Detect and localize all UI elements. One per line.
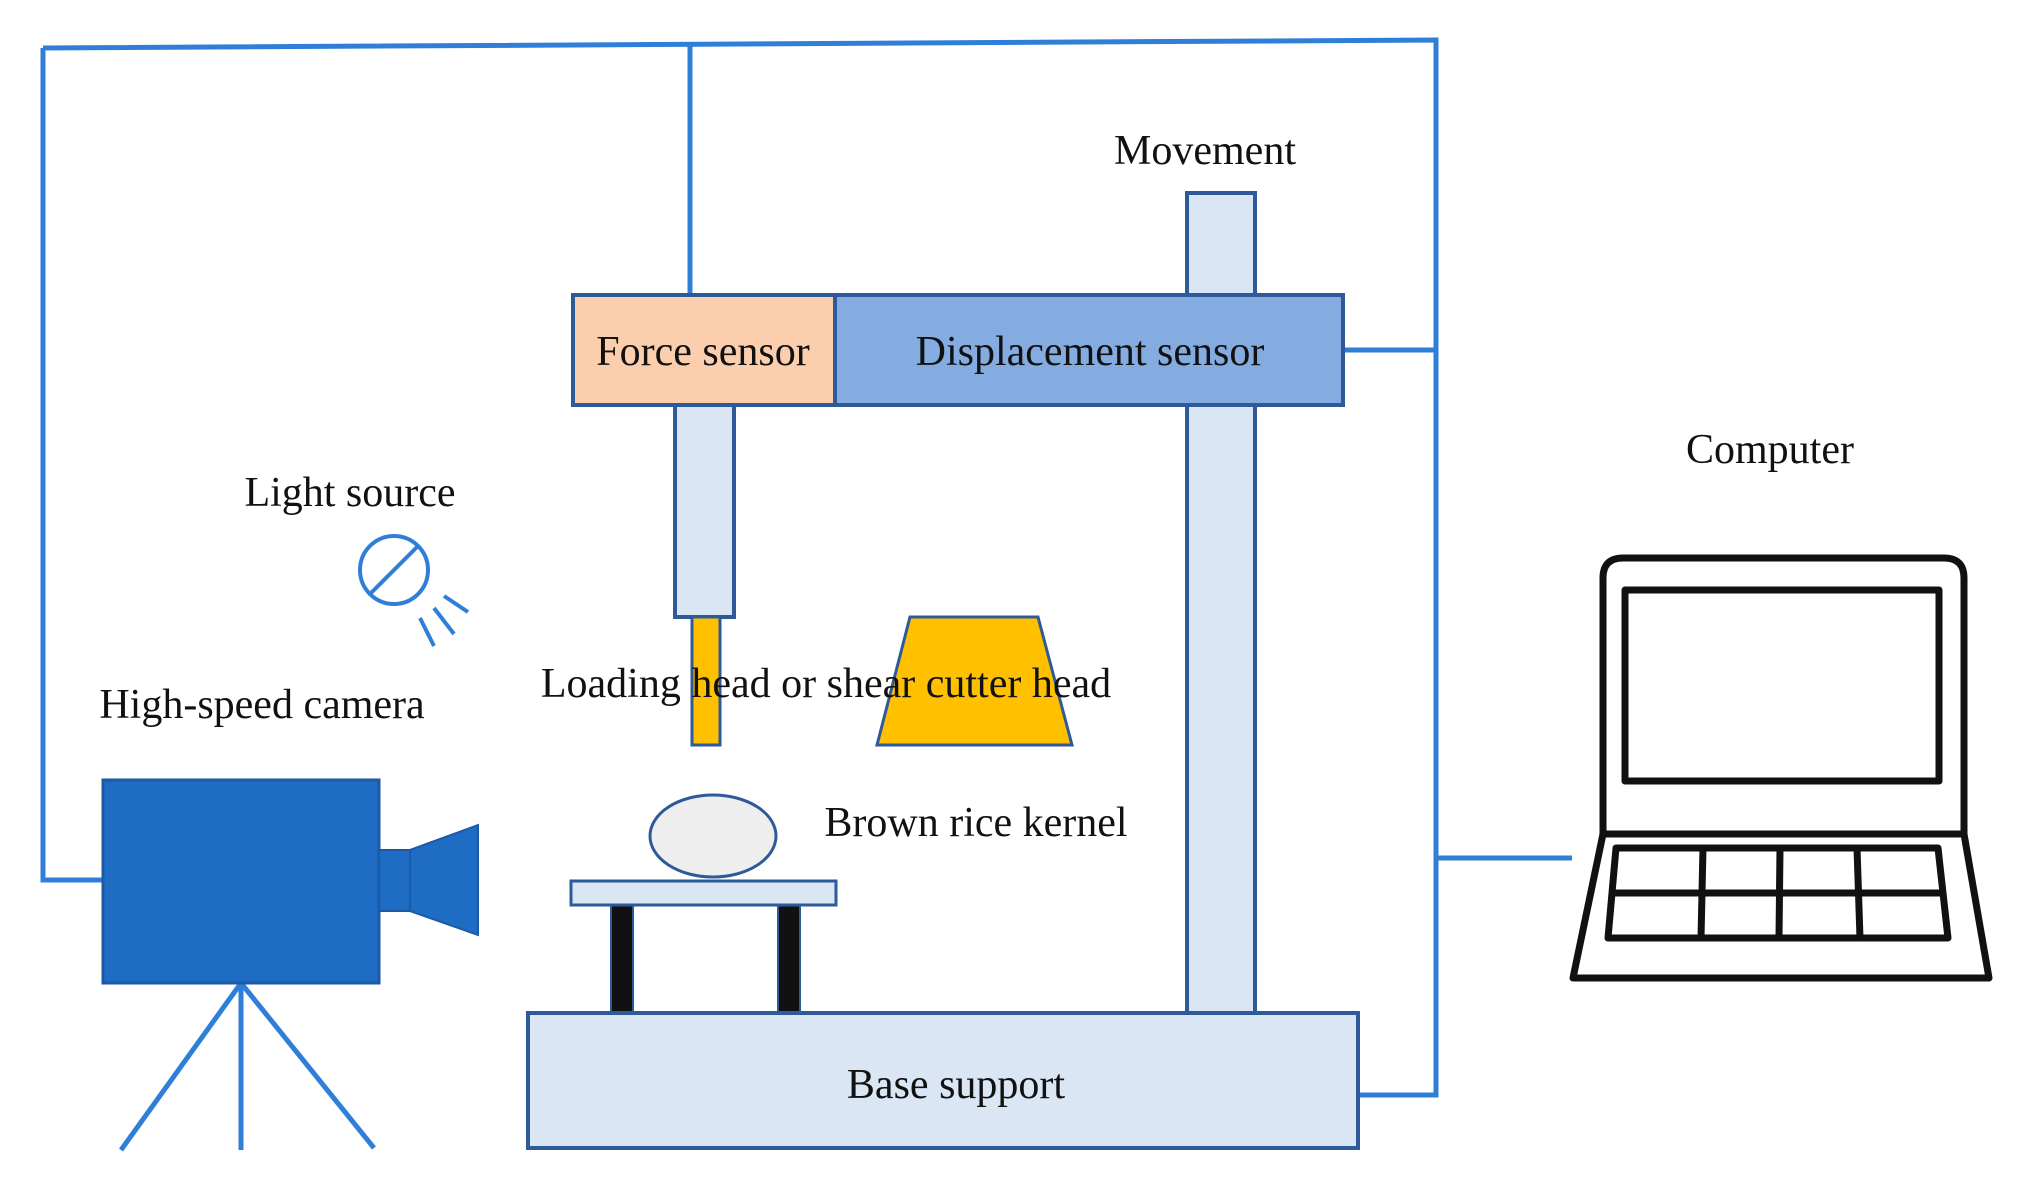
- loading-rod: [673, 403, 736, 619]
- camera-wire-left: [40, 48, 103, 883]
- high-speed-camera-label: High-speed camera: [99, 682, 425, 728]
- laptop-computer-icon: [1569, 554, 1993, 982]
- specimen-table: [569, 879, 838, 907]
- table-leg-right: [777, 904, 801, 1016]
- base-support-label: Base support: [847, 1062, 1065, 1108]
- camera-wire: [42, 37, 1439, 1098]
- base-support-box: [526, 1011, 1360, 1150]
- force-sensor-label: Force sensor: [596, 329, 809, 375]
- high-speed-camera-icon: [101, 778, 479, 1152]
- displacement-sensor-box: [833, 293, 1345, 407]
- brown-rice-kernel-label: Brown rice kernel: [824, 800, 1127, 846]
- loading-head-label: Loading head or shear cutter head: [541, 661, 1111, 707]
- table-leg-left: [610, 904, 634, 1016]
- brown-rice-kernel: [648, 793, 778, 879]
- displacement-sensor-label: Displacement sensor: [916, 329, 1265, 375]
- loading-head: [690, 615, 722, 747]
- connection-wires: [40, 37, 1572, 1098]
- computer-label: Computer: [1686, 427, 1854, 473]
- shear-cutter-head: [875, 615, 1074, 747]
- light-source-icon: [358, 534, 470, 647]
- light-source-label: Light source: [244, 470, 455, 516]
- movement-label: Movement: [1114, 128, 1296, 174]
